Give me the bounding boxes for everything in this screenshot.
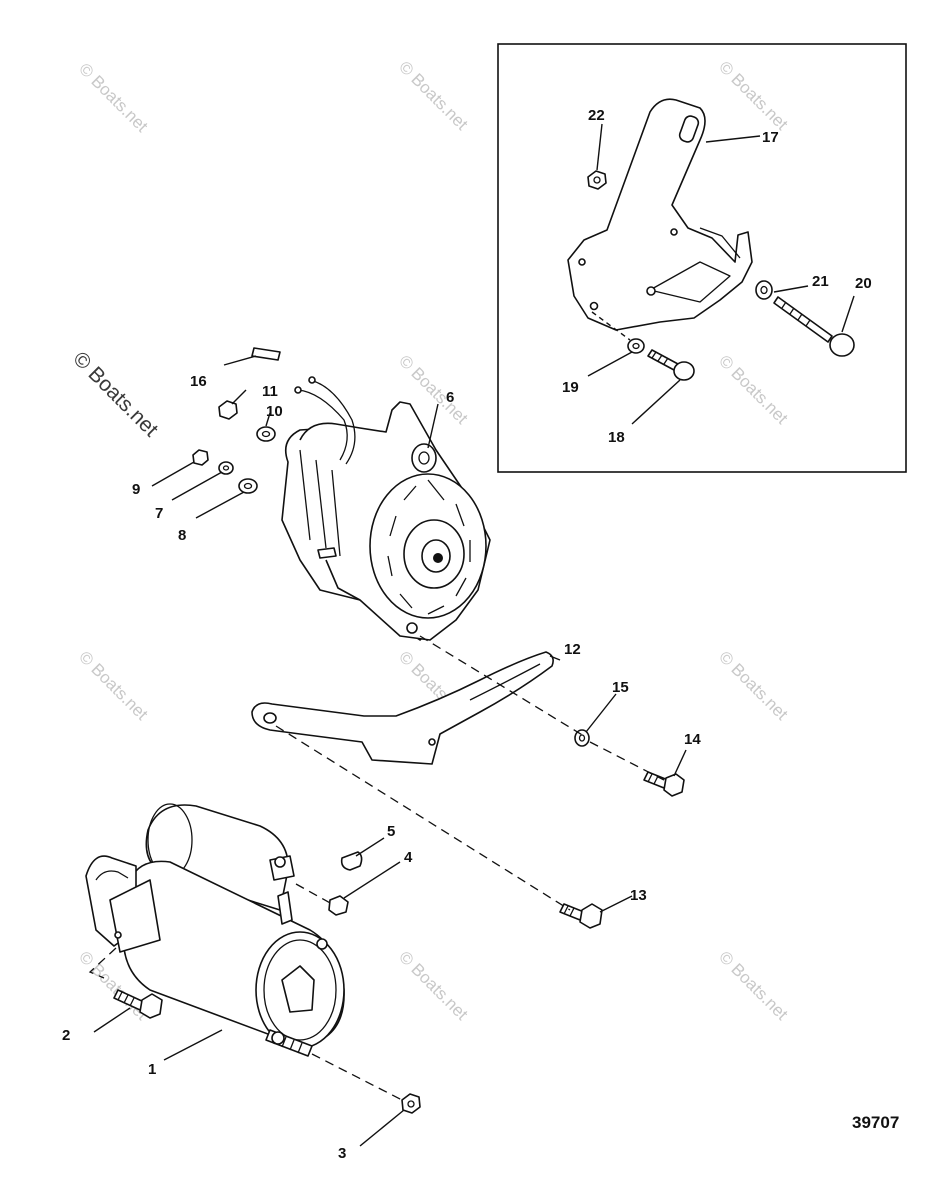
bracket-17-drawing — [567, 98, 753, 331]
nut-11-drawing — [218, 400, 238, 420]
washer-7-drawing — [218, 461, 234, 475]
callout-3[interactable]: 3 — [338, 1145, 346, 1162]
watermark: © Boats.net — [395, 57, 472, 134]
watermark: © Boats.net — [715, 947, 792, 1024]
watermark: © Boats.net — [75, 647, 152, 724]
bolt-2-drawing — [113, 989, 163, 1019]
washer-21-drawing — [755, 280, 773, 300]
callout-1[interactable]: 1 — [148, 1061, 156, 1078]
figure-number: 39707 — [852, 1113, 899, 1132]
pin-16-drawing — [251, 347, 281, 361]
bolt-14-drawing — [643, 771, 685, 797]
assembly-lines — [88, 635, 665, 1101]
callout-13[interactable]: 13 — [630, 887, 647, 904]
brace-12-drawing — [251, 651, 554, 765]
starter-1-drawing — [85, 803, 345, 1057]
callout-17[interactable]: 17 — [762, 129, 779, 146]
alternator-6-drawing — [281, 376, 491, 641]
callout-15[interactable]: 15 — [612, 679, 629, 696]
watermark: © Boats.net — [715, 647, 792, 724]
nut-4-drawing — [328, 895, 349, 916]
callout-2[interactable]: 2 — [62, 1027, 70, 1044]
watermark: © Boats.net — [715, 351, 792, 428]
washer-8-drawing — [238, 478, 258, 494]
callout-11[interactable]: 11 — [262, 383, 278, 400]
callout-14[interactable]: 14 — [684, 731, 701, 748]
nut-22-drawing — [587, 170, 607, 190]
washer-19-drawing — [627, 338, 645, 354]
callout-5[interactable]: 5 — [387, 823, 395, 840]
nut-3-drawing — [401, 1093, 421, 1114]
callout-21[interactable]: 21 — [812, 273, 829, 290]
watermark: © Boats.net — [715, 57, 792, 134]
bolt-18-drawing — [647, 349, 695, 381]
callout-7[interactable]: 7 — [155, 505, 163, 522]
bolt-13-drawing — [559, 903, 603, 929]
callout-10[interactable]: 10 — [266, 403, 283, 420]
callout-9[interactable]: 9 — [132, 481, 140, 498]
callout-22[interactable]: 22 — [588, 107, 605, 124]
callout-19[interactable]: 19 — [562, 379, 579, 396]
washer-10-drawing — [256, 426, 276, 442]
callout-8[interactable]: 8 — [178, 527, 186, 544]
bolt-20-drawing — [773, 296, 855, 357]
watermark: © Boats.net — [395, 947, 472, 1024]
callout-4[interactable]: 4 — [404, 849, 413, 866]
callout-labels: 16 11 10 6 9 7 8 22 17 21 20 19 18 12 15… — [62, 107, 872, 1162]
callout-16[interactable]: 16 — [190, 373, 207, 390]
leader-lines — [93, 123, 855, 1147]
nut-9-drawing — [192, 449, 209, 466]
callout-18[interactable]: 18 — [608, 429, 625, 446]
watermark: © Boats.net — [75, 59, 152, 136]
inset-frame — [497, 43, 907, 473]
callout-12[interactable]: 12 — [564, 641, 581, 658]
callout-20[interactable]: 20 — [855, 275, 872, 292]
washer-15-drawing — [574, 729, 590, 747]
watermark-main: © Boats.net — [68, 347, 162, 441]
callout-6[interactable]: 6 — [446, 389, 454, 406]
